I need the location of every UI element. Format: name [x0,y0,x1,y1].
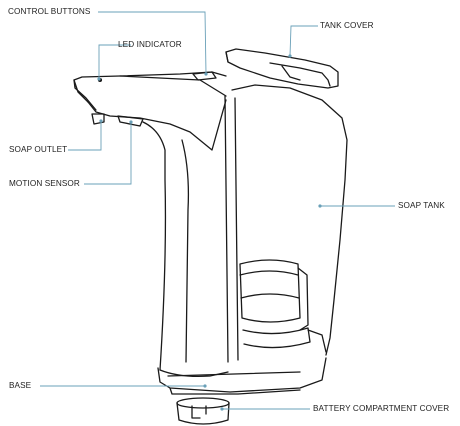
tank-cover-leader [289,25,318,57]
led-indicator-label: LED INDICATOR [118,40,182,49]
battery-compartment-cover-label: BATTERY COMPARTMENT COVER [313,404,450,413]
motion-sensor-label: MOTION SENSOR [9,179,80,188]
battery-cover-part [176,397,230,425]
base-part [157,357,327,395]
housing-part [73,71,227,151]
base-label: BASE [9,381,32,390]
soap-tank-part [224,84,348,363]
tank-cover-label: TANK COVER [320,21,374,30]
led-indicator-leader [98,44,131,79]
control-buttons-label: CONTROL BUTTONS [8,7,91,16]
soap-outlet-label: SOAP OUTLET [9,145,68,154]
tank-cover-part [225,48,339,89]
control-buttons-leader [98,11,207,75]
soap-tank-label: SOAP TANK [398,201,445,210]
soap-outlet-leader [68,121,102,151]
stem-part [142,121,229,378]
motion-sensor-leader [84,122,132,185]
leader-lines [40,11,395,411]
